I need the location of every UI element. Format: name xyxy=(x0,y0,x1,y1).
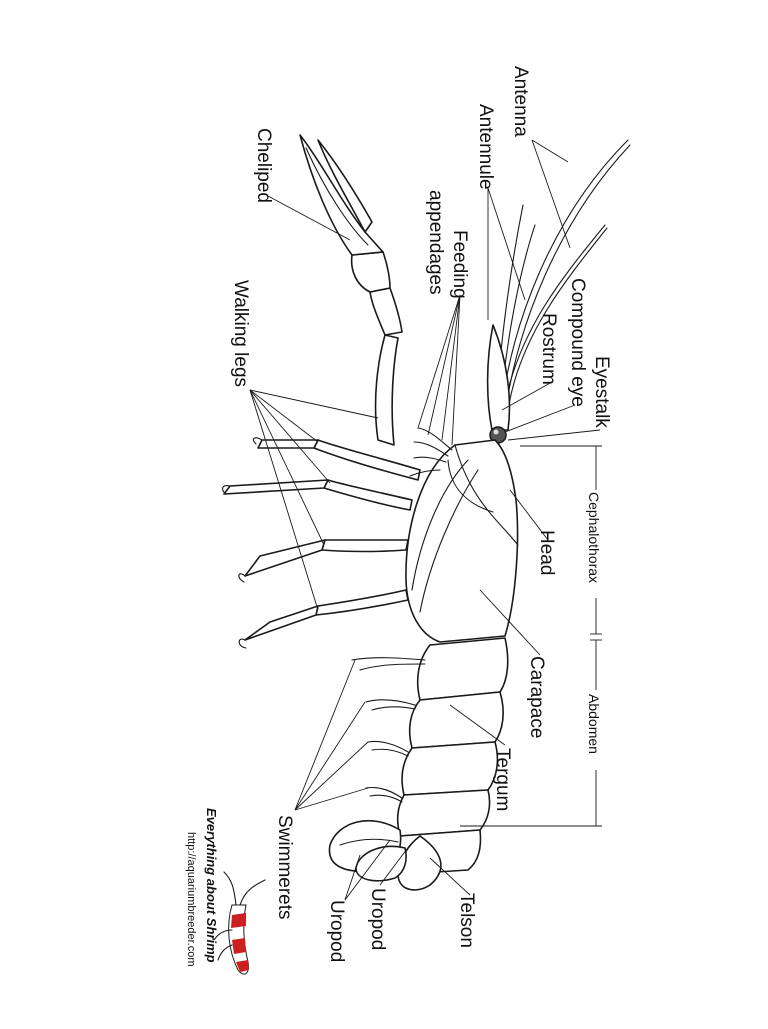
label-antenna: Antenna xyxy=(510,66,531,137)
leader-lines xyxy=(249,139,602,901)
label-head: Head xyxy=(536,530,557,575)
cheliped-shape xyxy=(299,134,403,446)
swimmerets-shapes xyxy=(351,657,426,803)
label-antennule: Antennule xyxy=(475,104,496,190)
antenna-whips xyxy=(502,139,631,405)
label-cephalothorax: Cephalothorax xyxy=(586,492,602,583)
label-feeding-line2: appendages xyxy=(425,190,446,295)
label-eyestalk: Eyestalk xyxy=(591,356,612,428)
credit-url: http://aquariumbreeder.com xyxy=(185,832,197,967)
walking-legs-shapes xyxy=(221,437,421,649)
labels: Antenna Antennule Cheliped Feeding appen… xyxy=(230,66,612,962)
feeding-appendages-shapes xyxy=(409,427,453,477)
label-abdomen: Abdomen xyxy=(586,694,602,754)
label-rostrum: Rostrum xyxy=(538,313,559,385)
carapace-shape xyxy=(405,439,519,643)
label-carapace: Carapace xyxy=(526,656,547,738)
uropod-inner-shape xyxy=(355,845,407,882)
shrimp-logo-icon xyxy=(213,871,266,975)
label-walking-legs: Walking legs xyxy=(230,280,251,387)
crayfish-drawing xyxy=(221,134,631,891)
label-feeding-line1: Feeding xyxy=(449,230,470,299)
label-tergum: Tergum xyxy=(492,748,513,811)
abdomen-segments xyxy=(396,637,509,875)
label-cheliped: Cheliped xyxy=(253,128,274,203)
label-swimmerets: Swimmerets xyxy=(274,815,295,920)
label-uropod-upper: Uropod xyxy=(367,888,388,950)
label-telson: Telson xyxy=(456,893,477,948)
tail-fan xyxy=(328,820,442,891)
label-uropod-lower: Uropod xyxy=(326,900,347,962)
rostrum-shape xyxy=(486,324,511,431)
label-compound-eye: Compound eye xyxy=(567,278,588,407)
credit-title: Everything about Shrimp xyxy=(204,808,219,963)
credit-block: Everything about Shrimp http://aquariumb… xyxy=(185,808,266,975)
